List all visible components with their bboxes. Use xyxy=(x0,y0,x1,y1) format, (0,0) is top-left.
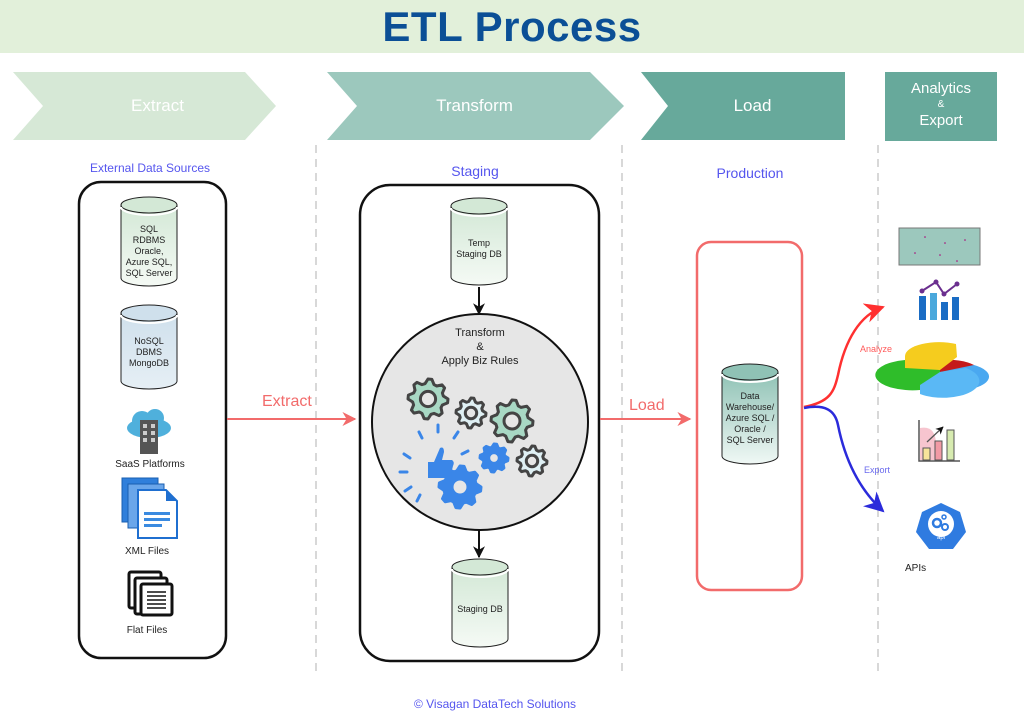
gear-icon xyxy=(437,464,483,510)
gear-icon xyxy=(406,377,450,421)
sql-db-label: SQL RDBMS Oracle, Azure SQL, SQL Server xyxy=(121,224,177,284)
stage-label-analytics-line-1: Analytics xyxy=(910,80,972,97)
xml-files-label: XML Files xyxy=(124,546,170,557)
transform-label-line: & xyxy=(476,341,484,353)
gear-hole xyxy=(502,411,522,431)
gear-hole xyxy=(463,405,479,421)
gear-icon xyxy=(454,396,488,430)
sql-db-line: Oracle, xyxy=(134,246,164,256)
temp-staging-line: Temp xyxy=(467,238,490,248)
pie-chart-3d-icon xyxy=(875,342,990,398)
gears-icon xyxy=(406,377,549,510)
temp-staging-db-label: Temp Staging DB xyxy=(451,238,507,262)
nosql-db-line: MongoDB xyxy=(128,358,170,368)
gear-hole xyxy=(418,389,438,409)
gear-icon xyxy=(478,442,510,474)
data-warehouse-label: Data Warehouse/ Azure SQL / Oracle / SQL… xyxy=(722,391,778,451)
gear-icon xyxy=(515,444,549,478)
section-title-production: Production xyxy=(716,165,784,181)
transform-label-line: Apply Biz Rules xyxy=(441,355,519,367)
gear-icon xyxy=(489,398,535,444)
thumbs-up-icon xyxy=(398,423,470,503)
growth-chart-icon xyxy=(918,420,960,462)
transform-label: Transform & Apply Biz Rules xyxy=(420,326,540,368)
section-title-external-sources: External Data Sources xyxy=(89,161,211,175)
load-flow-label: Load xyxy=(629,397,665,414)
apis-label: APIs xyxy=(905,563,927,574)
gear-hole xyxy=(450,477,470,497)
temp-staging-line: Staging DB xyxy=(456,249,502,259)
page-title: ETL Process xyxy=(382,2,642,50)
extract-flow-label: Extract xyxy=(262,393,312,410)
staging-db-cylinder xyxy=(451,558,509,648)
xml-files-icon xyxy=(121,477,178,539)
flat-files-label: Flat Files xyxy=(126,625,168,636)
nosql-db-label: NoSQL DBMS MongoDB xyxy=(121,336,177,372)
warehouse-line: Data xyxy=(740,391,760,401)
section-title-staging: Staging xyxy=(451,163,499,179)
export-flow-label: Export xyxy=(864,465,891,475)
sql-db-line: SQL Server xyxy=(125,268,173,278)
stage-label-analytics-line-3: Export xyxy=(919,112,963,129)
dashboard-thumbnail-icon xyxy=(898,227,981,266)
gear-hole xyxy=(487,451,501,465)
nosql-db-line: NoSQL xyxy=(134,336,164,346)
flat-files-icon xyxy=(127,570,174,617)
api-icon xyxy=(916,503,966,549)
staging-db-label: Staging DB xyxy=(457,604,503,614)
api-badge-label: api xyxy=(936,535,945,541)
stage-label-extract: Extract xyxy=(131,96,184,115)
warehouse-line: Warehouse/ xyxy=(725,402,775,412)
warehouse-line: Oracle / xyxy=(734,424,766,434)
bar-line-chart-icon xyxy=(919,279,960,320)
sql-db-line: Azure SQL, xyxy=(125,257,173,267)
warehouse-line: Azure SQL / xyxy=(725,413,775,423)
stage-label-load: Load xyxy=(733,96,772,115)
gear-hole xyxy=(524,453,540,469)
warehouse-line: SQL Server xyxy=(726,435,774,445)
title-bar: ETL Process xyxy=(0,0,1024,53)
analyze-flow-label: Analyze xyxy=(860,344,893,354)
stage-label-analytics: Analytics & Export xyxy=(885,80,997,130)
nosql-db-line: DBMS xyxy=(135,347,162,357)
sql-db-line: RDBMS xyxy=(132,235,166,245)
footer-copyright: © Visagan DataTech Solutions xyxy=(413,697,577,711)
export-flow-arrow xyxy=(803,405,885,513)
saas-cloud-icon xyxy=(127,409,171,454)
saas-platforms-label: SaaS Platforms xyxy=(115,459,185,470)
stage-label-analytics-line-2: & xyxy=(937,99,945,110)
transform-label-line: Transform xyxy=(455,327,505,339)
analyze-flow-arrow xyxy=(803,303,885,409)
stage-label-transform: Transform xyxy=(436,96,513,115)
sql-db-line: SQL xyxy=(139,224,158,234)
